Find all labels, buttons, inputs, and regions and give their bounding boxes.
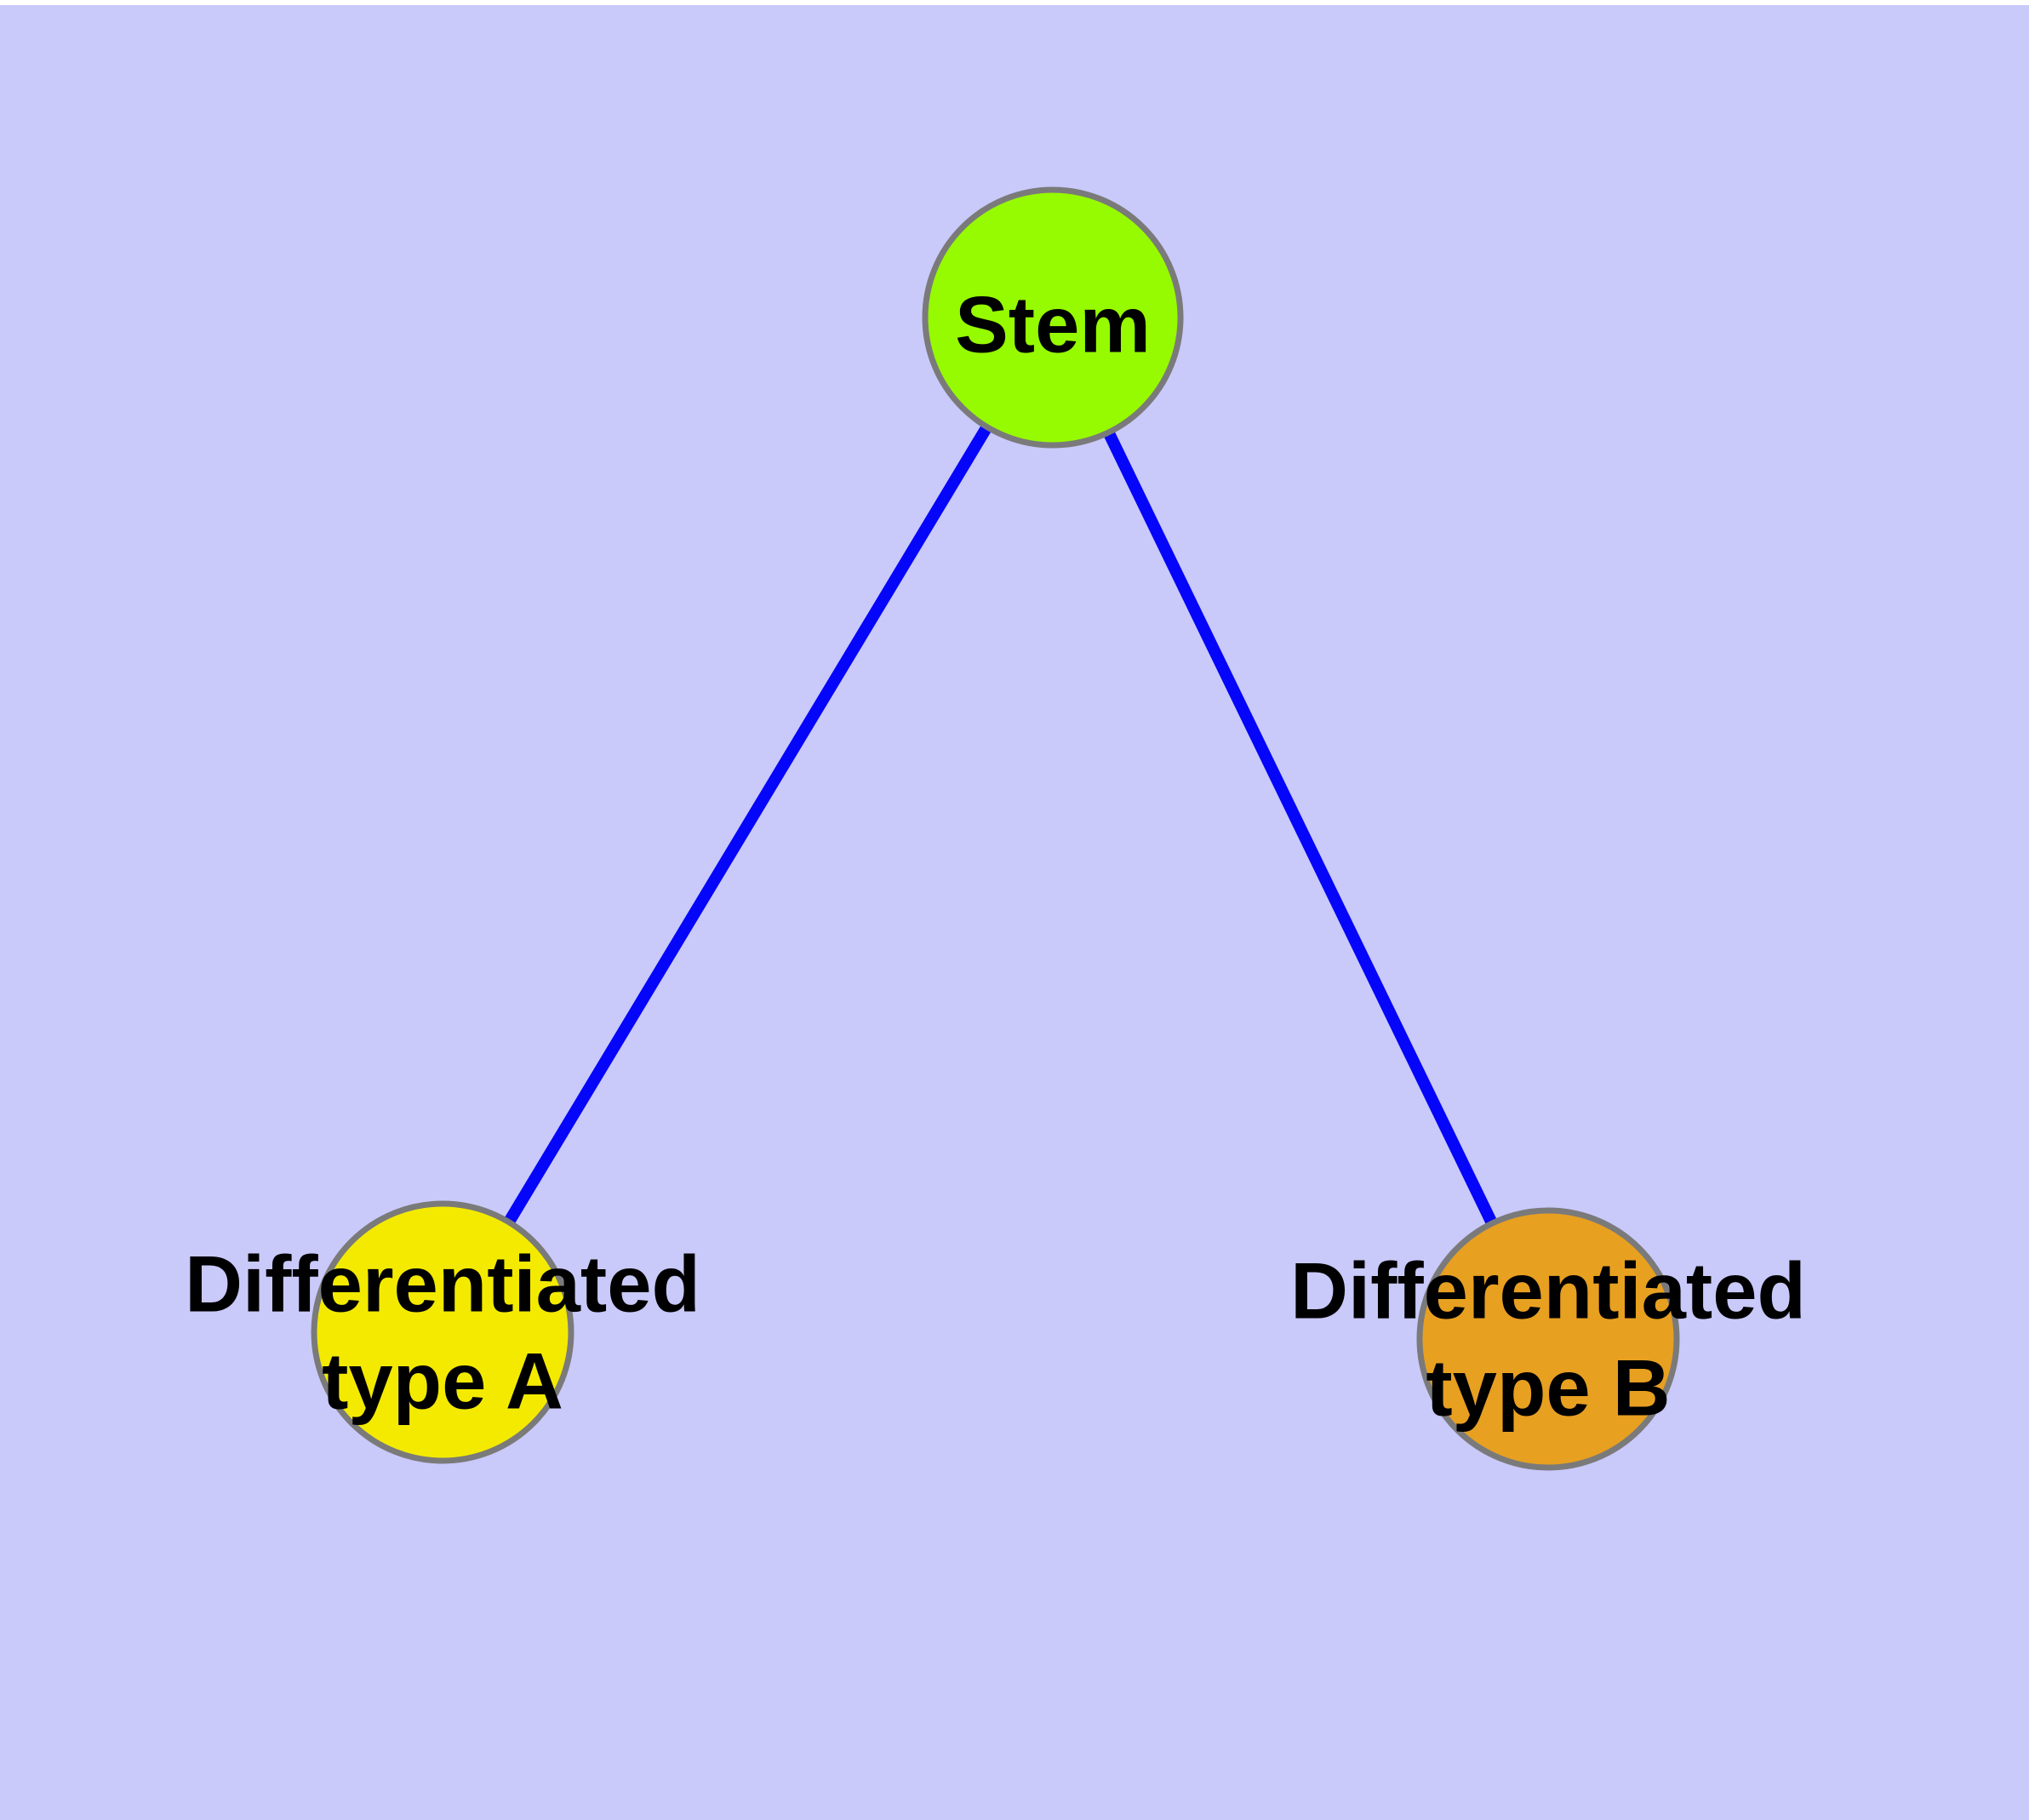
edge-stem-to-type-a [437, 314, 1058, 1336]
node-type-b-circle [1416, 1207, 1680, 1471]
node-stem-circle [922, 186, 1184, 449]
node-stem: Stem [922, 186, 1184, 449]
edge-stem-to-type-b [1047, 314, 1554, 1342]
node-type-a-circle [311, 1200, 574, 1464]
plot-top-margin [0, 0, 2029, 5]
node-stem-label: Stem [955, 280, 1151, 369]
